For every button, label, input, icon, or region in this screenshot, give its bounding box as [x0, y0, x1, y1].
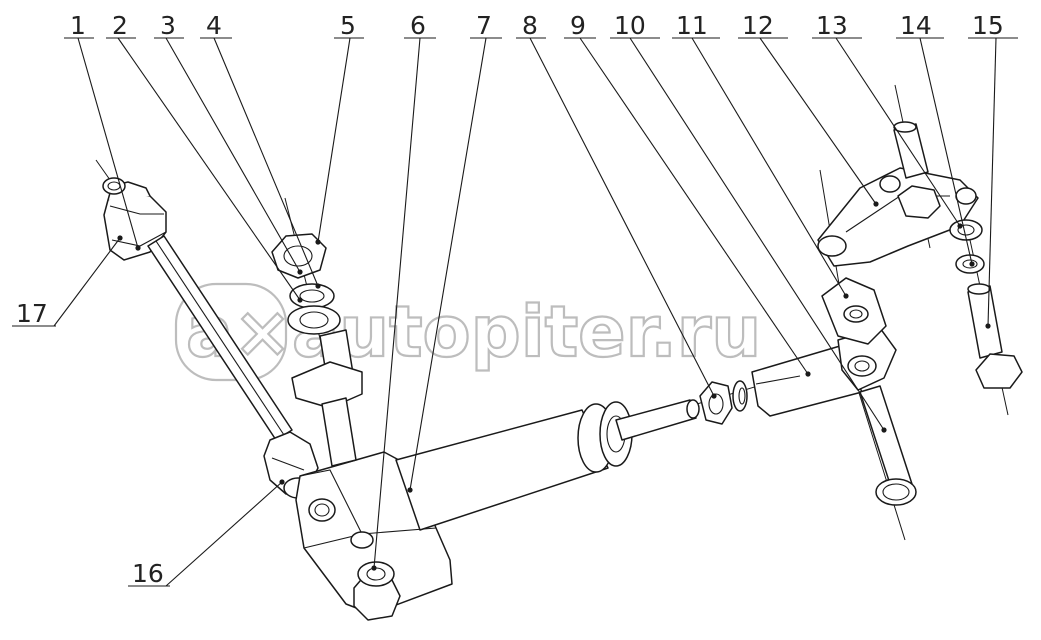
- dot-15: [985, 323, 991, 329]
- watermark-text: autopiter.ru: [292, 291, 761, 373]
- callout-label-5: 5: [340, 11, 356, 40]
- callout-label-1: 1: [70, 11, 86, 40]
- cylinder-tube-7: [395, 399, 700, 531]
- leader-9: [579, 37, 809, 375]
- callout-label-7: 7: [476, 11, 492, 40]
- dot-2: [297, 297, 303, 303]
- pin-2: [291, 329, 363, 467]
- dot-1: [135, 245, 141, 251]
- washer-8a: [732, 380, 748, 412]
- washer-3: [287, 305, 341, 335]
- hydraulic-pipe: [147, 235, 293, 441]
- bolt-15: [967, 283, 1023, 389]
- dot-4: [315, 283, 321, 289]
- locknut-8: [699, 381, 733, 425]
- callout-label-2: 2: [112, 11, 128, 40]
- callout-label-12: 12: [742, 11, 774, 40]
- hose-fitting-17: [102, 177, 167, 261]
- callout-label-3: 3: [160, 11, 176, 40]
- dot-13: [957, 223, 963, 229]
- dot-5: [315, 239, 321, 245]
- leader-17: [53, 237, 121, 327]
- dot-12: [873, 201, 879, 207]
- pivot-pin-right: [859, 385, 917, 506]
- callout-dots: [117, 201, 991, 571]
- callout-label-11: 11: [676, 11, 708, 40]
- callout-label-16: 16: [132, 559, 164, 588]
- leader-3: [165, 37, 301, 273]
- watermark: a× autopiter.ru: [174, 282, 762, 382]
- dot-16: [279, 479, 285, 485]
- dot-10: [881, 427, 887, 433]
- leader-4: [213, 37, 319, 287]
- watermark-logo-badge: [174, 282, 288, 382]
- callout-label-17: 17: [16, 299, 48, 328]
- callout-label-4: 4: [206, 11, 222, 40]
- bracket-lower: [821, 277, 887, 345]
- dot-14: [969, 261, 975, 267]
- dot-7: [407, 487, 413, 493]
- leader-13: [835, 37, 961, 227]
- callout-label-8: 8: [522, 11, 538, 40]
- callout-label-9: 9: [570, 11, 586, 40]
- washers-14: [949, 219, 985, 274]
- leader-14: [919, 37, 973, 265]
- dot-8: [711, 393, 717, 399]
- leader-2: [117, 37, 301, 301]
- callout-leaders: [53, 37, 997, 587]
- leader-7: [409, 37, 487, 491]
- dot-11: [843, 293, 849, 299]
- axis-line-right-pin: [854, 379, 906, 541]
- callout-label-13: 13: [816, 11, 848, 40]
- leader-10: [629, 37, 885, 431]
- rod-end-fork-10: [751, 327, 897, 417]
- callout-label-15: 15: [972, 11, 1004, 40]
- callout-label-14: 14: [900, 11, 932, 40]
- dot-9: [805, 371, 811, 377]
- leader-11: [691, 37, 847, 297]
- dot-3: [297, 269, 303, 275]
- dot-17: [117, 235, 123, 241]
- leader-16: [165, 481, 283, 587]
- callout-labels: 1 2 3 4 5 6 7 8 9 10 11 12 13 14 15 16 1…: [12, 11, 1018, 588]
- nut-6: [353, 561, 401, 621]
- nut-5: [271, 233, 327, 279]
- leader-12: [759, 37, 877, 205]
- leader-15: [987, 37, 997, 327]
- leader-5: [317, 37, 351, 243]
- leader-1: [77, 37, 139, 249]
- callout-label-6: 6: [410, 11, 426, 40]
- dot-6: [371, 565, 377, 571]
- callout-label-10: 10: [614, 11, 646, 40]
- leader-8: [529, 37, 715, 397]
- leader-6: [373, 37, 421, 569]
